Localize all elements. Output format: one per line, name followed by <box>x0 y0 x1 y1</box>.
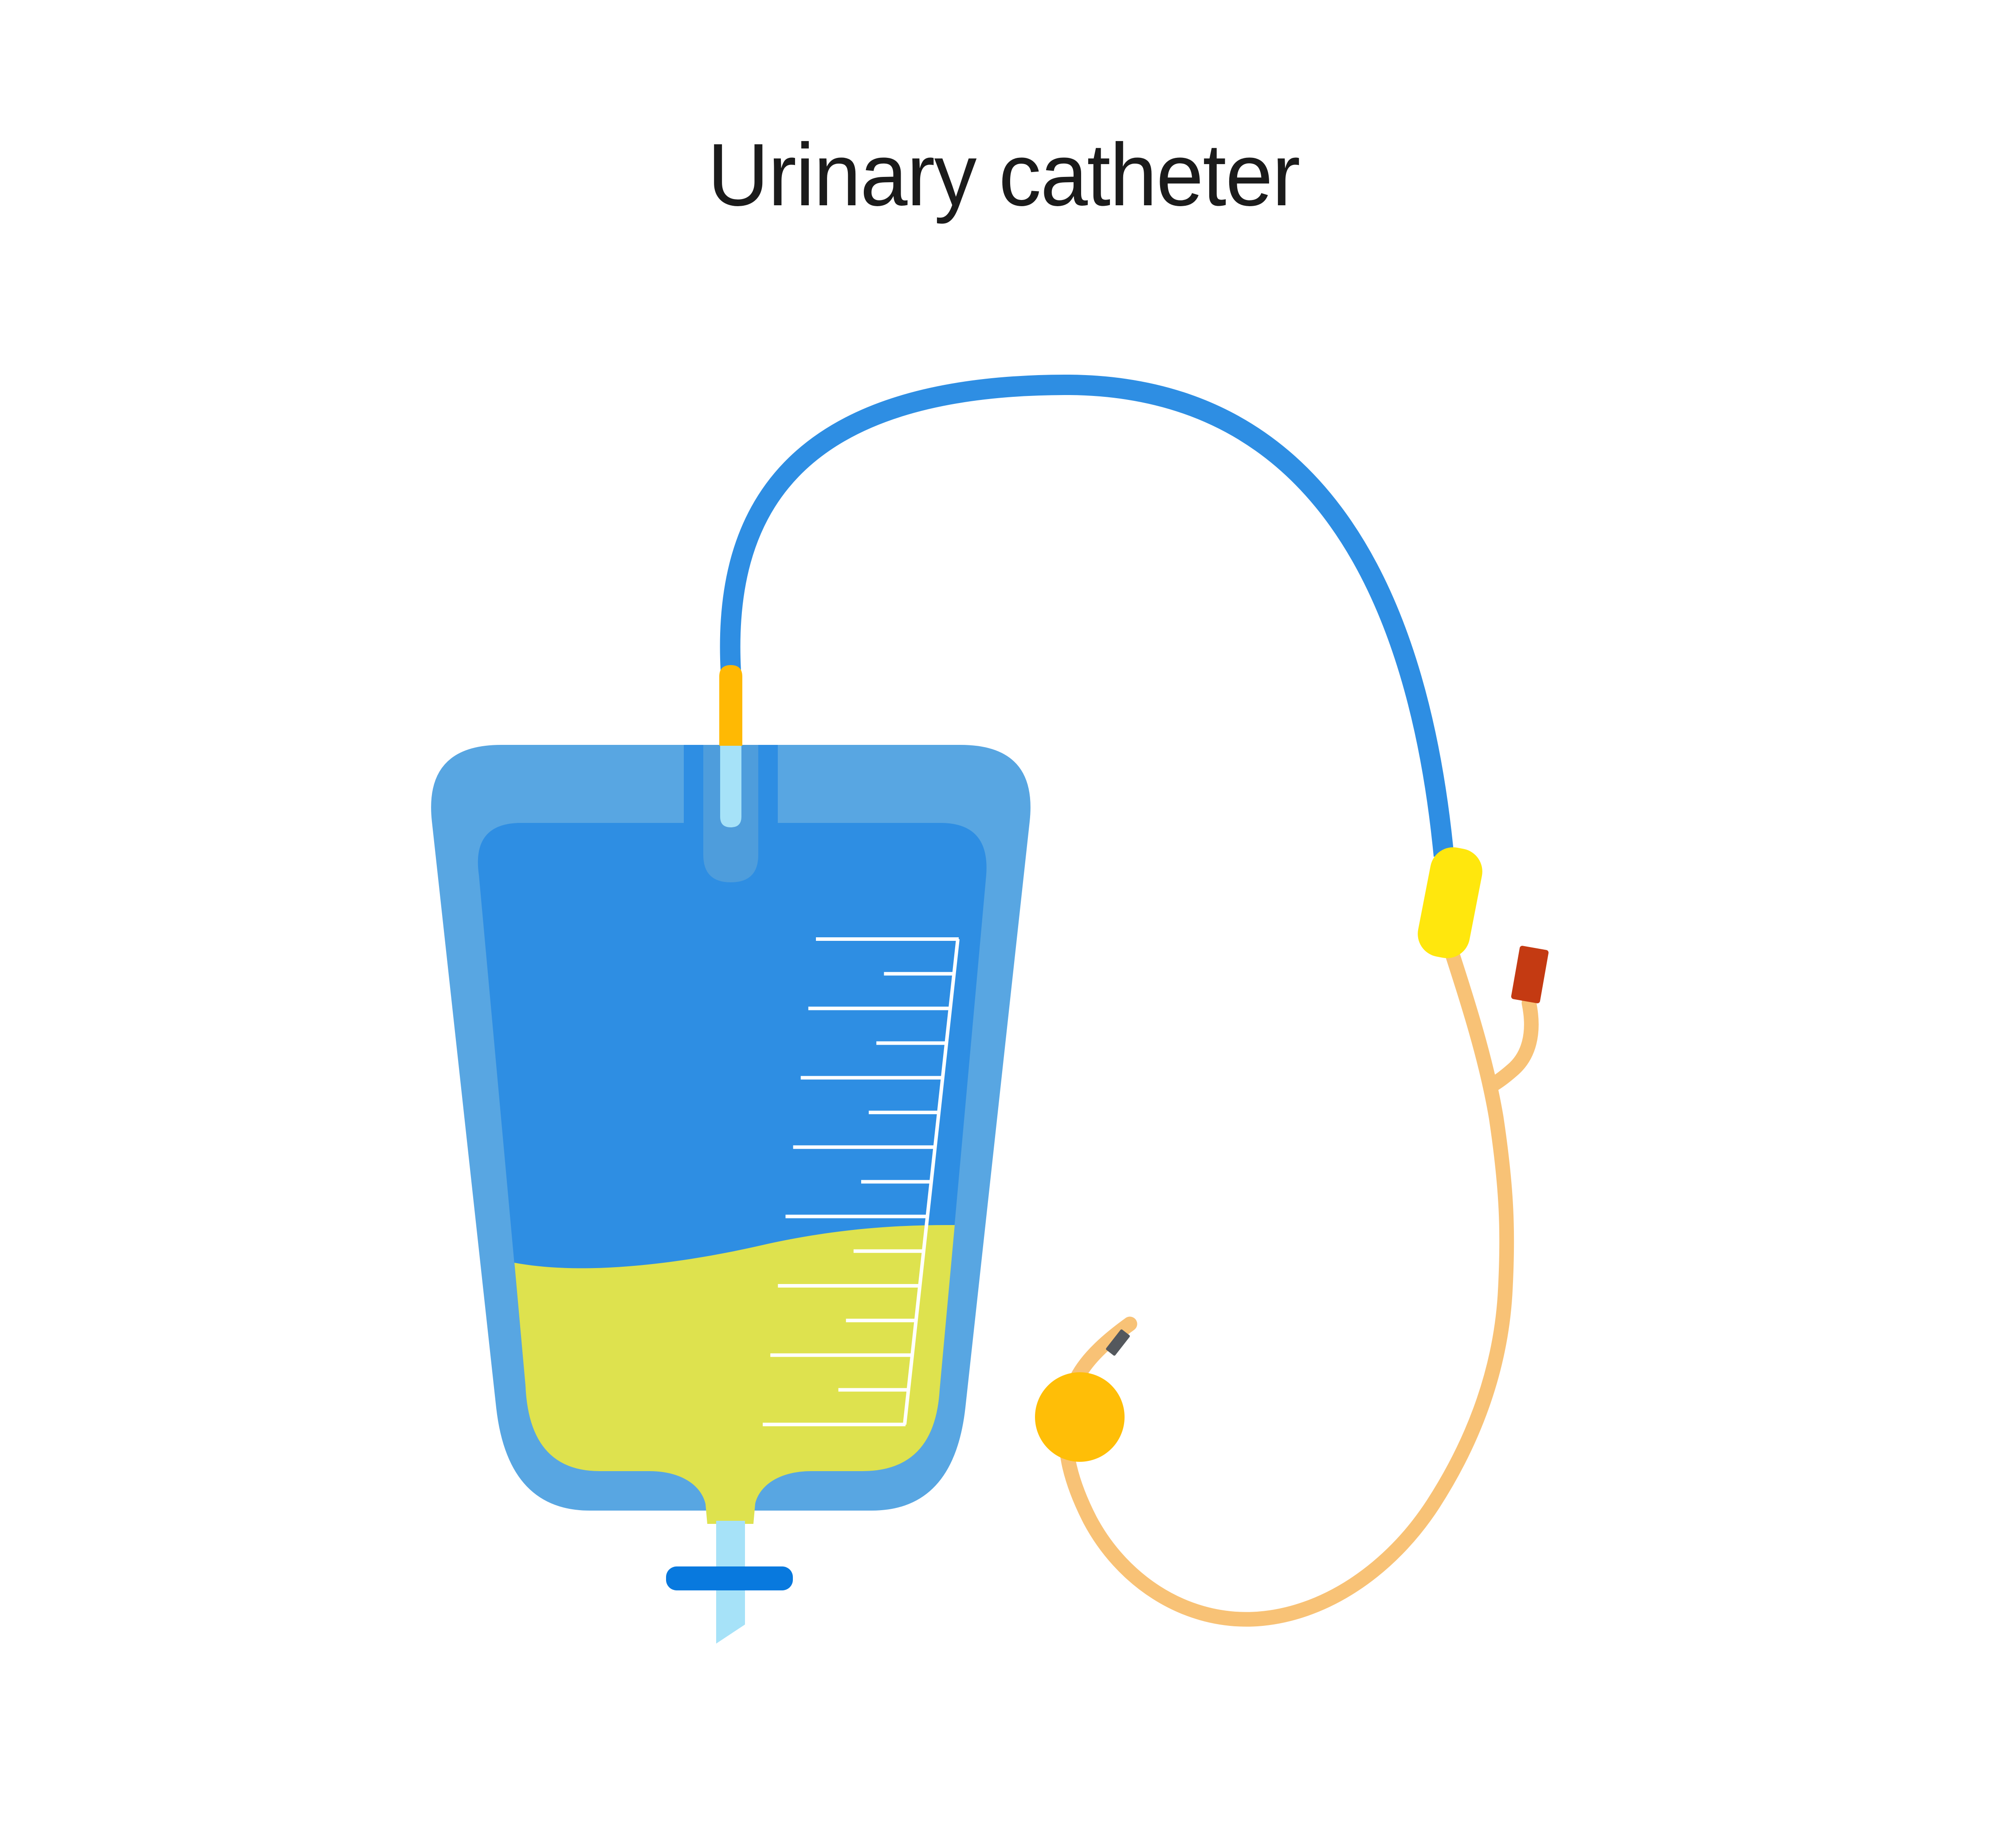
catheter-tip-marker <box>1106 1329 1130 1356</box>
inlet-connector <box>719 665 742 746</box>
retention-balloon <box>1035 1372 1125 1462</box>
inflation-valve-cap <box>1511 946 1549 1003</box>
scale-ticks <box>763 937 959 1426</box>
inlet-tube <box>720 745 741 827</box>
drainage-tube <box>720 374 1454 857</box>
measurement-scale <box>763 937 960 1426</box>
inflation-branch-tube <box>1484 995 1539 1093</box>
catheter-tube <box>1058 937 1514 1627</box>
page-title: Urinary catheter <box>707 125 1300 224</box>
outlet-clamp <box>666 1566 793 1590</box>
urine-liquid <box>514 1225 955 1524</box>
funnel-connector <box>1418 847 1482 958</box>
